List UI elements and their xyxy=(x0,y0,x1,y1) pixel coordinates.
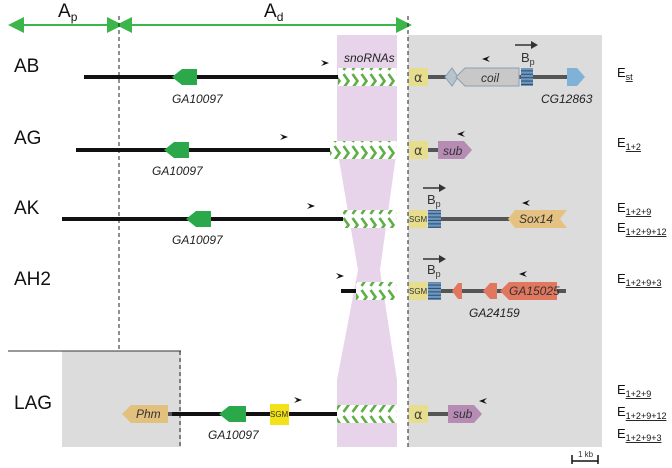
gene-label-cg12863: CG12863 xyxy=(541,92,593,106)
primer-arrowhead-reverse xyxy=(457,131,465,137)
gene-label-sub: sub xyxy=(443,144,463,158)
alpha-box xyxy=(409,405,428,423)
bp-arrow-head xyxy=(439,184,446,192)
gene-label-ga10097: GA10097 xyxy=(172,92,224,106)
bp-arrow-head xyxy=(439,255,446,263)
snorna-cluster xyxy=(338,68,397,86)
scale-label: 1 kb xyxy=(578,450,594,459)
e-label-ak-1: E1+2+9 xyxy=(617,200,651,217)
bp-arrow-head xyxy=(531,41,538,49)
gene-ga10097 xyxy=(172,69,197,85)
row-label-ah2: AH2 xyxy=(14,269,51,290)
gene-ga10097 xyxy=(186,211,211,227)
e-label-ah2: E1+2+9+3 xyxy=(617,271,661,288)
primer-arrowhead xyxy=(294,397,302,403)
primer-arrowhead-reverse xyxy=(522,200,530,206)
primer-arrowhead xyxy=(336,273,344,279)
bp-label: Bp xyxy=(427,192,441,209)
bp-box xyxy=(428,282,441,300)
alpha-label: α xyxy=(414,144,423,159)
row-lag: LAG Phm GA10097 SGM α sub E1+2+9 E1+2+9+… xyxy=(14,382,666,443)
primer-arrowhead-reverse xyxy=(479,398,487,404)
e-label-ag: E1+2 xyxy=(617,135,641,152)
gene-label-ga15025: GA15025 xyxy=(509,284,560,298)
gene-ga10097 xyxy=(164,142,189,158)
e-label-ab: Est xyxy=(617,65,633,82)
bp-box xyxy=(428,210,441,228)
gene-label-ga10097: GA10097 xyxy=(172,233,224,247)
primer-arrowhead-reverse xyxy=(482,56,490,62)
sgm-label: SGM xyxy=(270,410,289,419)
e-label-lag-2: E1+2+9+12 xyxy=(617,404,666,421)
alpha-box xyxy=(409,68,428,86)
snornas-label: snoRNAs xyxy=(344,51,395,65)
sgm-label: SGM xyxy=(409,215,428,224)
gray-downstream-region xyxy=(408,35,602,362)
ad-label: Ad xyxy=(264,1,283,24)
lag-gray-region xyxy=(62,351,181,447)
gene-label-sox14: Sox14 xyxy=(519,212,553,226)
alpha-label: α xyxy=(414,71,423,86)
primer-arrowhead xyxy=(321,60,329,66)
sgm-label: SGM xyxy=(409,287,428,296)
row-label-ak: AK xyxy=(14,198,40,219)
sgm-box-yellow xyxy=(270,404,289,425)
row-label-lag: LAG xyxy=(14,393,52,414)
gene-label-ga10097: GA10097 xyxy=(208,428,260,442)
sgm-box xyxy=(409,210,427,228)
snorna-cluster xyxy=(343,210,397,228)
row-label-ab: AB xyxy=(14,56,39,77)
row-ag: AG GA10097 α sub E1+2 xyxy=(14,128,641,178)
gene-label-ga24159: GA24159 xyxy=(469,306,520,320)
gene-sub xyxy=(438,141,472,159)
alpha-label: α xyxy=(414,408,423,423)
gene-ga24159-a xyxy=(452,283,462,299)
lag-gray-region-right xyxy=(408,362,602,447)
row-ab: AB GA10097 snoRNAs α coil CG12863 Bp Est xyxy=(14,41,633,106)
gene-ga15025 xyxy=(500,282,557,300)
ap-label: Ap xyxy=(58,1,78,24)
e-label-lag-3: E1+2+9+3 xyxy=(617,426,661,443)
gene-coil-main xyxy=(455,67,520,87)
snorna-cluster xyxy=(337,405,397,423)
bp-label: Bp xyxy=(427,262,441,279)
sgm-box xyxy=(409,282,427,300)
bp-label: Bp xyxy=(521,50,535,67)
row-ak: AK GA10097 SGM Bp Sox14 E1+2+9 E1+2+9+12 xyxy=(14,184,666,247)
gene-label-coil: coil xyxy=(481,71,499,85)
primer-arrowhead-reverse xyxy=(519,271,527,277)
primer-arrowhead xyxy=(307,203,315,209)
e-label-ak-2: E1+2+9+12 xyxy=(617,220,666,237)
gene-sox14 xyxy=(508,210,567,228)
gene-label-sub: sub xyxy=(453,407,473,421)
gene-ga10097 xyxy=(219,406,246,422)
snorna-band xyxy=(337,35,397,447)
scale-bar: 1 kb xyxy=(571,450,599,464)
alpha-box xyxy=(409,141,428,159)
gene-sub xyxy=(448,405,482,423)
snorna-cluster xyxy=(330,141,397,159)
bp-box xyxy=(521,68,533,86)
gene-label-ga10097: GA10097 xyxy=(152,164,204,178)
gene-ga24159-b xyxy=(483,283,497,299)
row-label-ag: AG xyxy=(14,128,41,149)
gene-label-phm: Phm xyxy=(136,407,161,421)
row-ah2: AH2 SGM Bp GA24159 GA15025 E1+2+9+3 xyxy=(14,255,661,320)
snorna-cluster xyxy=(356,282,397,300)
e-label-lag-1: E1+2+9 xyxy=(617,382,651,399)
gene-phm xyxy=(122,405,168,423)
primer-arrowhead xyxy=(280,134,288,140)
gene-cg12863 xyxy=(567,68,585,86)
